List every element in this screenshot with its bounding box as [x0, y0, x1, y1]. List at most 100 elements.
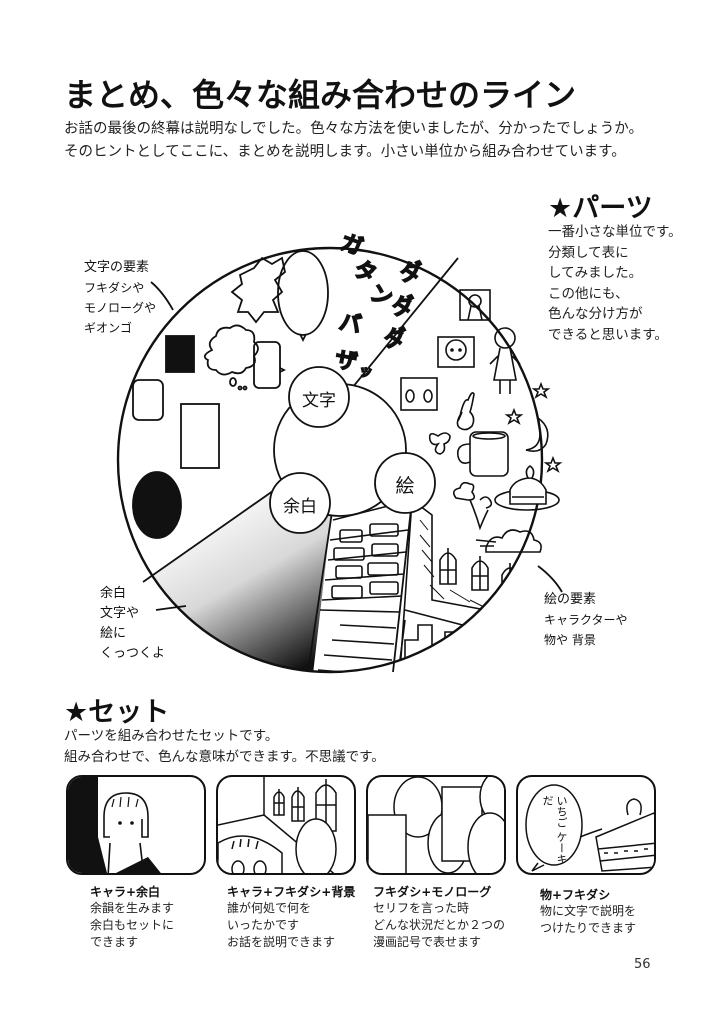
set-line: 組み合わせで、色んな意味ができます。不思議です。	[64, 748, 385, 765]
svg-text:ダ: ダ	[392, 294, 414, 320]
annotation-line: 絵に	[100, 626, 127, 641]
eyes-frame-icon	[400, 377, 438, 411]
annotation-line: モノローグや	[84, 301, 157, 315]
annotation-line: 余白	[100, 586, 127, 601]
caption-line: 物に文字で説明を	[540, 904, 637, 918]
rabbit-icon	[456, 392, 475, 431]
caption-line: お話を説明できます	[227, 935, 336, 949]
annotation-line: フキダシや	[84, 281, 145, 295]
annotation-line: 文字の要素	[84, 260, 150, 275]
annotation-line: 物や 背景	[544, 633, 596, 647]
caption-line: 余白もセットに	[90, 918, 175, 932]
caption-line: つけたりできます	[540, 921, 637, 935]
parts-line: できると思います。	[548, 326, 668, 343]
caption-fukidashi-monologue: フキダシ+モノローグ セリフを言った時 どんな状況だとか２つの 漫画記号で表せま…	[373, 883, 505, 951]
thought-balloon-icon	[203, 324, 259, 376]
caption-line: できます	[90, 935, 139, 949]
parts-circle-diagram: ガ タ ン バ ザ ッ ダ ダ ダ	[116, 229, 563, 674]
parts-line: してみました。	[548, 265, 643, 281]
label-yohaku: 余白	[283, 497, 317, 517]
narration-box-icon	[180, 403, 220, 469]
onomatopoeia-gatan: ガ	[337, 230, 366, 261]
butterfly-icon	[428, 432, 451, 455]
svg-text:ッ: ッ	[357, 363, 374, 381]
caption-mono-fukidashi: 物+フキダシ 物に文字で説明を つけたりできます	[540, 886, 636, 937]
caption-title: キャラ+フキダシ+背景	[227, 885, 356, 899]
background-wedge	[317, 498, 541, 672]
face-frame-icon	[437, 336, 475, 368]
onomatopoeia-ba: バ	[337, 310, 363, 338]
center-cluster	[269, 366, 436, 534]
caption-chara-fukidashi-bg: キャラ+フキダシ+背景 誰が何処で何を いったかです お話を説明できます	[227, 883, 355, 951]
moon-icon	[525, 415, 549, 452]
page-number: 56	[634, 957, 651, 972]
annotation-line: くっつくよ	[100, 646, 166, 661]
yohaku-circle	[269, 472, 331, 534]
page-title: まとめ、色々な組み合わせのライン	[64, 76, 577, 114]
annotation-yohaku-elements: 余白 文字や 絵に くっつくよ	[100, 584, 165, 664]
caption-title: フキダシ+モノローグ	[373, 885, 492, 899]
parts-line: 一番小さな単位です。	[548, 224, 682, 240]
speech-line: いちご	[555, 795, 568, 828]
panel-chara-fukidashi-bg	[216, 775, 356, 875]
parts-line: この他にも、	[548, 285, 629, 302]
parts-line: 分類して表に	[548, 244, 629, 261]
oval-balloon-icon	[277, 250, 329, 336]
star-icon	[543, 455, 563, 473]
set-body: パーツを組み合わせたセットです。 組み合わせで、色んな意味ができます。不思議です…	[64, 726, 385, 767]
intro-text: お話の最後の終幕は説明なしでした。色々な方法を使いましたが、分かったでしょうか。…	[64, 118, 643, 164]
intro-line-1: お話の最後の終幕は説明なしでした。色々な方法を使いましたが、分かったでしょうか。	[64, 121, 643, 137]
e-parts	[400, 289, 563, 553]
set-heading: ★セット	[64, 697, 170, 728]
caption-title: キャラ+余白	[90, 885, 161, 899]
girl-figure-icon	[494, 327, 516, 349]
black-rect-icon	[165, 335, 195, 373]
caption-line: どんな状況だとか２つの	[373, 918, 506, 932]
label-e: 絵	[395, 475, 415, 497]
monologue-box-icon	[132, 379, 164, 421]
panel-chara-yohaku-art	[68, 777, 161, 873]
annotation-line: 絵の要素	[544, 592, 597, 607]
caption-line: 誰が何処で何を	[227, 901, 312, 915]
black-oval-icon	[132, 471, 182, 539]
parts-body: 一番小さな単位です。 分類して表に してみました。 この他にも、 色んな分け方が…	[548, 222, 682, 345]
bush-icon	[485, 529, 542, 553]
parts-heading: ★パーツ	[548, 193, 653, 224]
panel-fukidashi-monologue	[366, 775, 506, 875]
caption-line: 余韻を生みます	[90, 901, 175, 915]
annotation-line: ギオンゴ	[84, 321, 133, 335]
moji-parts	[132, 250, 329, 539]
set-line: パーツを組み合わせたセットです。	[64, 728, 279, 744]
silhouette-frame-icon	[459, 289, 491, 321]
parts-line: 色んな分け方が	[548, 306, 643, 322]
caption-title: 物+フキダシ	[540, 888, 611, 902]
panel-mono-fukidashi: いちご ケーキ だ	[516, 775, 656, 875]
annotation-e-elements: 絵の要素 キャラクターや 物や 背景	[544, 590, 628, 650]
caption-line: いったかです	[227, 918, 300, 932]
e-circle	[374, 452, 436, 514]
panel-mono-fukidashi-art	[525, 784, 654, 872]
rect-balloon-icon	[253, 341, 281, 389]
flower-icon	[452, 481, 476, 501]
moji-circle	[288, 366, 350, 428]
intro-line-2: そのヒントとしてここに、まとめを説明します。小さい単位から組み合わせています。	[64, 144, 626, 160]
caption-line: セリフを言った時	[373, 901, 470, 915]
svg-text:ダ: ダ	[384, 326, 406, 352]
panel-chara-yohaku	[66, 775, 206, 875]
onomatopoeia: ガ タ ン バ ザ ッ ダ ダ ダ	[332, 229, 422, 382]
caption-chara-yohaku: キャラ+余白 余韻を生みます 余白もセットに できます	[90, 883, 174, 951]
speech-line: ケーキ	[555, 831, 568, 865]
main-circle	[116, 246, 544, 674]
panel-fukidashi-monologue-art	[368, 777, 504, 873]
annotation-moji-elements: 文字の要素 フキダシや モノローグや ギオンゴ	[84, 258, 156, 338]
burst-balloon-icon	[230, 256, 286, 324]
onomatopoeia-za: ザ	[333, 347, 359, 375]
speech-line: だ	[541, 795, 554, 806]
star-icon	[531, 381, 551, 399]
annotation-line: キャラクターや	[544, 613, 628, 627]
cake-speech-text: いちご ケーキ だ	[540, 795, 568, 873]
annotation-line: 文字や	[100, 606, 140, 621]
label-moji: 文字	[302, 391, 336, 411]
caption-line: 漫画記号で表せます	[373, 935, 482, 949]
onomatopoeia-da: ダ	[400, 260, 422, 286]
